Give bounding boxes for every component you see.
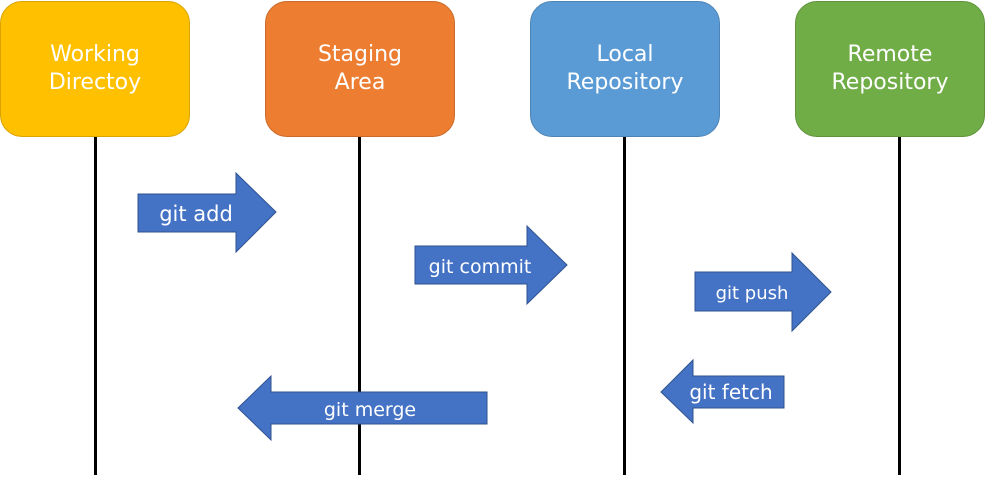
working-directory-label-line1: Working (50, 42, 140, 67)
local-repository-label-line2: Repository (566, 70, 684, 95)
git-merge-arrow: git merge (237, 374, 488, 442)
git-fetch-arrow: git fetch (660, 358, 785, 425)
working-directory-label-line2: Directoy (48, 70, 142, 95)
git-push-arrow: git push (694, 251, 832, 333)
staging-area-box: Staging Area (265, 1, 455, 137)
working-directory-lifeline (94, 137, 97, 475)
git-merge-label: git merge (324, 399, 416, 421)
git-commit-label: git commit (429, 256, 532, 278)
local-repository-box: Local Repository (530, 1, 720, 137)
git-add-arrow: git add (137, 171, 277, 254)
remote-repository-box: Remote Repository (795, 1, 985, 137)
staging-area-lifeline (358, 137, 361, 475)
git-add-label: git add (159, 202, 233, 226)
git-commit-arrow: git commit (414, 224, 568, 306)
local-repository-lifeline (623, 137, 626, 475)
git-push-label: git push (716, 283, 789, 304)
staging-area-label-line1: Staging (317, 42, 403, 67)
staging-area-label-line2: Area (334, 70, 386, 95)
remote-repository-lifeline (898, 137, 901, 475)
working-directory-box: Working Directoy (0, 1, 190, 137)
remote-repository-label-line1: Remote (847, 42, 933, 67)
local-repository-label-line1: Local (596, 42, 654, 67)
git-fetch-label: git fetch (689, 380, 772, 404)
remote-repository-label-line2: Repository (831, 70, 949, 95)
